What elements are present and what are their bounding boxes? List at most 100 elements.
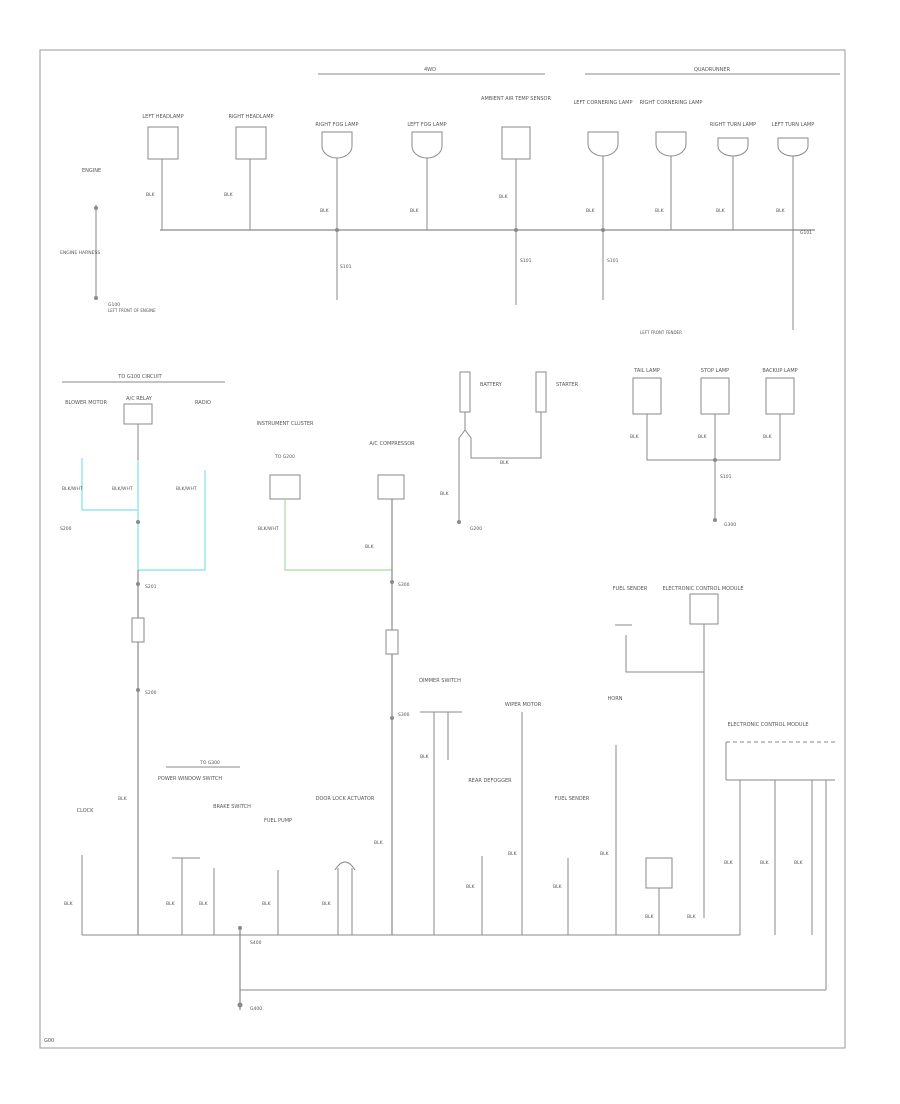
- wire-cyan-2: [137, 458, 206, 571]
- label-lh-cornering-lamp: LEFT CORNERING LAMP: [574, 100, 633, 106]
- wire-label: BLK/WHT: [176, 486, 197, 492]
- wire-label: BLK: [698, 434, 708, 440]
- label-rh-cornering-lamp: RIGHT CORNERING LAMP: [640, 100, 703, 106]
- ground-desc-g100: LEFT FRONT OF ENGINE: [108, 308, 156, 313]
- wire-label: BLK/WHT: [258, 526, 279, 532]
- wire-label: BLK/WHT: [62, 486, 83, 492]
- wire-label: BLK: [499, 194, 509, 200]
- label-electronic-module: ELECTRONIC CONTROL MODULE: [662, 586, 743, 592]
- bottom-components: DIMMER SWITCH WIPER MOTOR HORN CLOCK POW…: [77, 678, 835, 990]
- component-battery: [459, 371, 471, 413]
- label-battery: BATTERY: [480, 382, 503, 388]
- ground-label-g300: G300: [724, 522, 736, 528]
- ground-label-g200: G200: [470, 526, 482, 532]
- label-lh-turn-lamp: LEFT TURN LAMP: [772, 122, 815, 128]
- splice-label: S200: [145, 690, 157, 696]
- wire-cyan-1: [81, 458, 138, 511]
- splice-label: S101: [520, 258, 532, 264]
- ground-desc-g101: LEFT FRONT FENDER: [640, 330, 682, 335]
- ground-label-g100: G100: [108, 302, 120, 308]
- label-brake-switch: BRAKE SWITCH: [213, 804, 251, 810]
- group-label-quadrunner: QUADRUNNER: [694, 67, 731, 73]
- wire-label: BLK: [146, 192, 156, 198]
- component-ambient-sensor: [501, 126, 531, 160]
- component-electronic-module: [689, 593, 719, 625]
- ground-symbol-g400: [237, 1002, 243, 1008]
- left-cluster: BLOWER MOTOR A/C RELAY RADIO BLK/WHT BLK…: [60, 396, 211, 935]
- label-rear-lamp-2: STOP LAMP: [701, 368, 729, 374]
- component-rear-lamp-1: [632, 377, 662, 415]
- label-rh-fog-lamp: RIGHT FOG LAMP: [315, 122, 358, 128]
- label-wiper-motor: WIPER MOTOR: [505, 702, 542, 708]
- label-ac-compressor: A/C COMPRESSOR: [369, 441, 415, 447]
- label-fuel-pump: FUEL PUMP: [264, 818, 292, 824]
- wire-label: BLK: [794, 860, 804, 866]
- component-ac-compressor: [377, 474, 405, 500]
- component-lh-cornering-lamp: [587, 131, 619, 157]
- wire-label: BLK: [776, 208, 786, 214]
- label-horn: HORN: [608, 696, 623, 702]
- diagram-frame: [39, 49, 846, 1049]
- label-rear-defog: REAR DEFOGGER: [468, 778, 512, 784]
- page-code: G00: [44, 1038, 54, 1044]
- wire-green-1: [284, 499, 392, 571]
- section-header-left: TO G100 CIRCUIT: [117, 374, 162, 380]
- component-rh-turn-lamp: [717, 137, 749, 157]
- component-lh-headlamp: [147, 126, 179, 160]
- wire-label: BLK: [199, 901, 209, 907]
- wire-label: BLK: [586, 208, 596, 214]
- wire-label: BLK: [655, 208, 665, 214]
- wire-label: BLK: [508, 851, 518, 857]
- ground-symbol-g200: [457, 520, 461, 524]
- fuel-area: FUEL SENDER ELECTRONIC CONTROL MODULE: [613, 586, 744, 918]
- label-door-lock: DOOR LOCK ACTUATOR: [316, 796, 375, 802]
- label-fuel-sender: FUEL SENDER: [613, 586, 648, 592]
- label-dimmer-switch: DIMMER SWITCH: [419, 678, 461, 684]
- splice-label: S101: [720, 474, 732, 480]
- label-lower-electronic-module: ELECTRONIC CONTROL MODULE: [727, 722, 808, 728]
- wire-label: BLK: [118, 796, 128, 802]
- splice-label: S200: [60, 526, 72, 532]
- group-label-4wd: 4WD: [424, 67, 436, 73]
- wire-label: BLK/WHT: [112, 486, 133, 492]
- wire-label: BLK: [716, 208, 726, 214]
- wire-label: BLK: [763, 434, 773, 440]
- wire-label: BLK: [553, 884, 563, 890]
- wire-label: BLK: [645, 914, 655, 920]
- wire-label: BLK: [365, 544, 375, 550]
- label-power-window: POWER WINDOW SWITCH: [158, 776, 222, 782]
- battery-cluster: BATTERY STARTER BLK BLK G200: [440, 371, 579, 532]
- label-clock: CLOCK: [77, 808, 95, 814]
- engine-label: ENGINE: [82, 168, 101, 174]
- splice-label: S201: [145, 584, 157, 590]
- wire-label: BLK: [322, 901, 332, 907]
- wire-label: BLK: [440, 491, 450, 497]
- wire-label: BLK: [166, 901, 176, 907]
- wire-label: BLK: [262, 901, 272, 907]
- label-ac-relay: A/C RELAY: [126, 396, 153, 402]
- ground-symbol-g100: [94, 296, 98, 300]
- label-fuel-sender-lower: FUEL SENDER: [555, 796, 590, 802]
- bottom-wire-labels: BLK BLK BLK BLK BLK BLK BLK BLK BLK BLK …: [64, 754, 804, 920]
- section-header-bottom: TO G300: [199, 760, 220, 766]
- component-lh-turn-lamp: [777, 137, 809, 157]
- label-rear-lamp-1: TAIL LAMP: [633, 368, 660, 374]
- component-rh-headlamp: [235, 126, 267, 160]
- label-lh-headlamp: LEFT HEADLAMP: [142, 114, 183, 120]
- label-rh-turn-lamp: RIGHT TURN LAMP: [710, 122, 756, 128]
- wire-label: BLK: [466, 884, 476, 890]
- label-rh-headlamp: RIGHT HEADLAMP: [228, 114, 273, 120]
- splice-label: S101: [607, 258, 619, 264]
- splice-label: S300: [398, 712, 410, 718]
- splice-label: S300: [398, 582, 410, 588]
- engine-harness-note: ENGINE HARNESS: [60, 250, 100, 256]
- top-components: LEFT HEADLAMP RIGHT HEADLAMP RIGHT FOG L…: [142, 96, 814, 330]
- wire-label: BLK: [760, 860, 770, 866]
- component-rear-lamp-2: [700, 377, 730, 415]
- label-ambient-sensor: AMBIENT AIR TEMP SENSOR: [481, 96, 551, 102]
- wire-label: BLK: [224, 192, 234, 198]
- inline-connector-left: [131, 617, 145, 643]
- component-instrument-cluster: [269, 474, 301, 500]
